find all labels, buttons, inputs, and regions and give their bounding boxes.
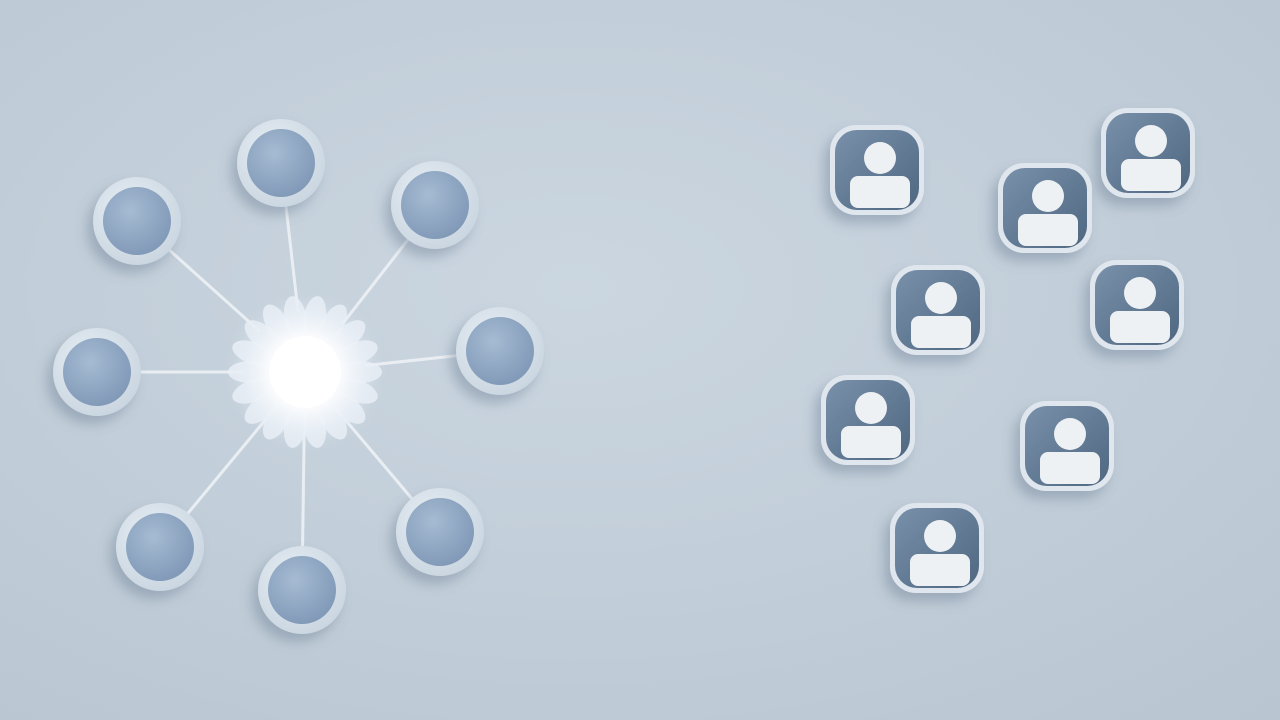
- user-head: [1032, 180, 1064, 212]
- user-head: [1124, 277, 1156, 309]
- node-ball: [406, 498, 474, 566]
- user-head: [864, 142, 896, 174]
- user-avatar-icon: [821, 375, 915, 465]
- user-avatar-icon: [830, 125, 924, 215]
- user-body: [1110, 311, 1170, 343]
- user-body: [911, 316, 971, 348]
- connector-lines: [139, 205, 458, 548]
- connector-line: [341, 238, 410, 325]
- node-ball: [126, 513, 194, 581]
- connector-line: [186, 418, 267, 515]
- user-head: [925, 282, 957, 314]
- user-body: [910, 554, 970, 586]
- user-avatar-icon: [890, 503, 984, 593]
- node-ball: [103, 187, 171, 255]
- user-head: [855, 392, 887, 424]
- network-node-icon: [396, 488, 484, 576]
- user-body: [1040, 452, 1100, 484]
- user-head: [1135, 125, 1167, 157]
- connector-line: [365, 354, 458, 367]
- network-node-icon: [116, 503, 204, 591]
- glowing-hub-icon: [228, 296, 382, 448]
- user-avatar-icon: [1090, 260, 1184, 350]
- user-head: [1054, 418, 1086, 450]
- node-ball: [401, 171, 469, 239]
- connector-line: [301, 432, 306, 548]
- node-ball: [268, 556, 336, 624]
- network-node-icon: [237, 119, 325, 207]
- connector-line: [284, 205, 300, 312]
- user-tiles: [821, 108, 1195, 593]
- network-node-icon: [456, 307, 544, 395]
- connector-line: [343, 417, 414, 500]
- user-head: [924, 520, 956, 552]
- user-body: [1018, 214, 1078, 246]
- node-ball: [63, 338, 131, 406]
- node-ball: [466, 317, 534, 385]
- user-body: [850, 176, 910, 208]
- user-avatar-icon: [891, 265, 985, 355]
- user-body: [841, 426, 901, 458]
- user-avatar-icon: [1101, 108, 1195, 198]
- network-nodes: [53, 119, 544, 634]
- user-body: [1121, 159, 1181, 191]
- hub-core: [269, 336, 341, 408]
- network-node-icon: [258, 546, 346, 634]
- connector-line: [168, 248, 261, 333]
- node-ball: [247, 129, 315, 197]
- user-avatar-icon: [1020, 401, 1114, 491]
- network-node-icon: [391, 161, 479, 249]
- network-node-icon: [53, 328, 141, 416]
- network-node-icon: [93, 177, 181, 265]
- user-avatar-icon: [998, 163, 1092, 253]
